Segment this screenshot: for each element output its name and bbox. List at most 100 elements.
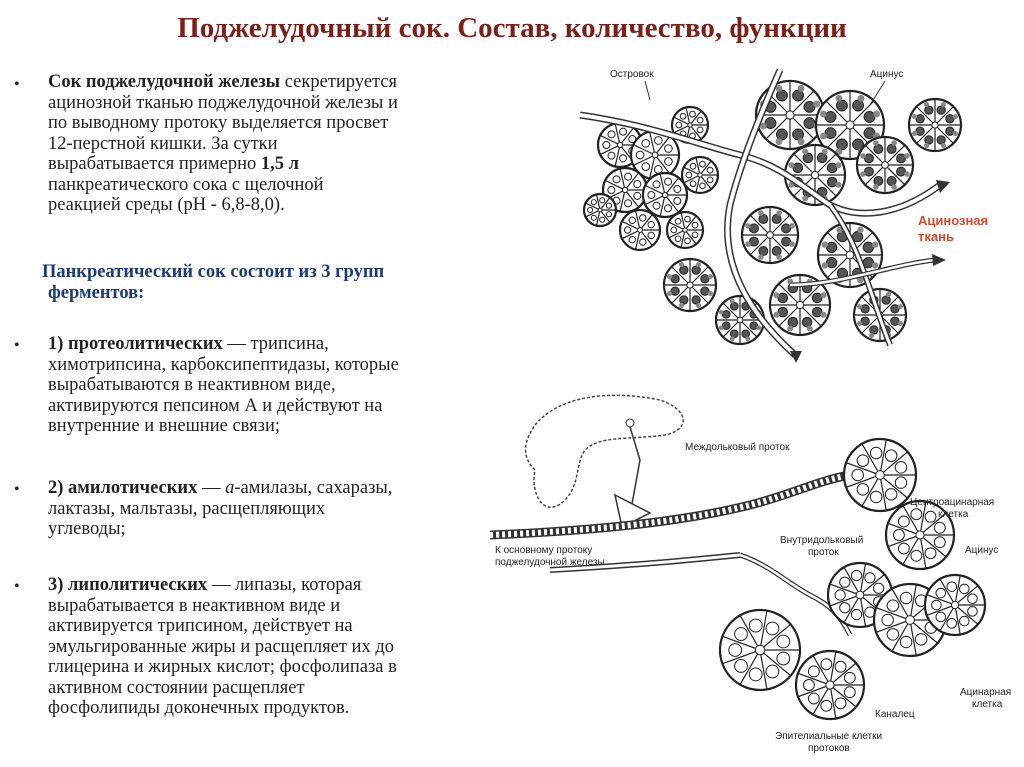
cell-border: [919, 501, 927, 536]
nucleus: [863, 127, 876, 140]
cell-border: [926, 604, 956, 616]
item1-line: химотрипсина, карбоксипептидазы, которые: [48, 354, 399, 375]
granule: [856, 303, 863, 310]
nucleus: [781, 236, 792, 247]
nucleus: [802, 679, 815, 691]
lumen: [686, 281, 694, 289]
nucleus: [945, 126, 955, 136]
nucleus: [897, 515, 910, 528]
nucleus: [945, 114, 955, 124]
cell-border: [689, 284, 709, 304]
nucleus: [758, 213, 769, 224]
granule: [759, 122, 767, 130]
nucleus: [748, 667, 763, 682]
cell-border: [954, 604, 961, 635]
cell-border: [954, 585, 979, 606]
granule: [835, 94, 843, 102]
nucleus: [946, 581, 958, 592]
duct-lumen: [549, 553, 741, 572]
cell-border: [884, 164, 906, 186]
cell-border: [639, 229, 653, 247]
nucleus: [641, 139, 651, 148]
nucleus: [835, 138, 848, 151]
cell-border: [619, 127, 635, 146]
lumen: [651, 151, 659, 159]
cell-border: [829, 583, 861, 596]
cell-border: [689, 110, 702, 126]
nucleus: [890, 316, 900, 326]
cell-border: [887, 534, 921, 548]
nucleus: [894, 476, 908, 489]
cell-border: [797, 672, 831, 686]
nucleus: [775, 128, 788, 141]
acinar-tissue-figure: Островок Ацинус Ацинозная ткань: [579, 68, 988, 363]
cell-border: [668, 221, 686, 231]
granule: [802, 148, 809, 155]
nucleus: [647, 190, 656, 200]
nucleus: [670, 286, 680, 296]
nucleus: [803, 100, 816, 113]
cell-border: [875, 607, 911, 621]
granule: [897, 320, 904, 327]
granule: [891, 184, 897, 190]
granule: [857, 276, 864, 284]
granule: [802, 195, 809, 202]
cell-border: [699, 160, 712, 176]
page-title: Поджелудочный сок. Состав, количество, ф…: [177, 12, 847, 44]
cell-border: [644, 184, 666, 196]
nucleus: [607, 185, 616, 195]
nucleus: [834, 660, 847, 673]
cell-border: [902, 534, 921, 565]
nucleus: [748, 223, 759, 234]
lumen: [637, 227, 643, 233]
sample-marker: [625, 418, 635, 428]
lumen: [597, 207, 603, 213]
granule: [911, 113, 918, 120]
nucleus: [924, 135, 934, 145]
granule: [836, 226, 843, 234]
label-intralobular-duct: Внутридольковый: [780, 535, 863, 546]
nucleus: [639, 214, 647, 222]
cell-border: [680, 212, 686, 231]
granule: [758, 210, 764, 216]
cell-border: [861, 474, 881, 507]
cell-border: [749, 214, 771, 236]
duct-lumen: [828, 204, 892, 346]
lumen: [754, 644, 766, 656]
granule: [860, 153, 866, 159]
cell-border: [595, 209, 601, 226]
cell-border: [683, 166, 701, 176]
cell-border: [722, 635, 761, 651]
nucleus: [647, 231, 655, 240]
granule: [891, 140, 897, 146]
arrow-icon: [936, 180, 950, 193]
nucleus: [635, 150, 645, 160]
nucleus: [884, 449, 898, 462]
cell-border: [864, 144, 886, 166]
granule: [797, 138, 805, 146]
cell-border: [829, 594, 861, 607]
cell-border: [812, 655, 831, 686]
cell-border: [654, 135, 671, 156]
cell-border: [649, 154, 656, 179]
granule: [871, 241, 879, 248]
nucleus: [689, 110, 696, 118]
cell-border: [604, 179, 626, 191]
nucleus: [691, 295, 701, 305]
cell-border: [799, 283, 822, 306]
nucleus: [852, 99, 865, 112]
nucleus: [748, 236, 759, 247]
bullet: •: [14, 76, 20, 93]
granule: [923, 101, 930, 108]
nucleus: [699, 160, 706, 168]
cell-border: [902, 505, 921, 536]
cell-border: [829, 651, 837, 686]
label-to-main-duct: поджелудочной железы: [495, 557, 605, 568]
item3-line: фосфолипиды доконечных продуктов.: [48, 698, 350, 718]
arrow-icon: [790, 351, 802, 363]
item1-line: вырабатываются в неактивном виде,: [48, 375, 336, 395]
nucleus: [771, 246, 782, 257]
nucleus: [652, 180, 661, 189]
nucleus: [824, 127, 837, 140]
nucleus: [749, 321, 759, 331]
